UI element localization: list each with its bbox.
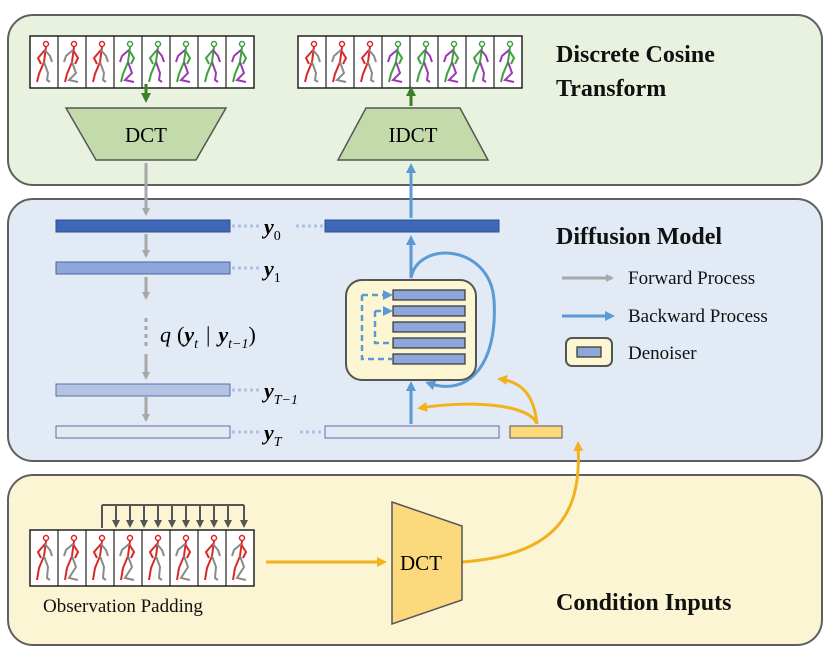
dct-panel-title-line1: Discrete Cosine [556,42,715,68]
diffusion-panel-title: Diffusion Model [556,224,723,250]
forward-equation: q(yt|yt−1) [160,322,256,352]
backward-loop-arrow [409,251,496,391]
latent-bar-y0 [55,219,231,233]
pose-frame-icon [353,36,377,88]
condition-arrow-to-backward [417,401,539,425]
condition-dct-label: DCT [400,551,442,575]
pose-frame-icon [169,36,192,88]
label-yT-1: yT−1 [261,378,298,408]
pose-frame-icon [57,36,80,88]
pose-frame-icon [493,36,516,88]
pose-frame-icon [57,530,80,586]
pose-frame-icon [465,36,489,88]
pose-frame-icon [113,36,136,88]
output-pose-sequence [297,35,523,89]
pose-frame-icon [304,40,321,83]
pose-frame-icon [36,534,53,581]
dct-block [64,107,228,161]
legend-backward-label: Backward Process [628,306,768,327]
observation-padding-caption: Observation Padding [43,596,203,617]
noisy-bar-yT [324,425,500,439]
latent-bar-y1 [55,261,231,275]
denoiser-skip-connections [360,290,393,361]
padding-bracket [101,504,248,528]
legend-forward-label: Forward Process [628,268,756,289]
pose-frame-icon [36,40,53,83]
pose-frame-icon [141,530,165,586]
idct-block [336,107,490,161]
pose-frame-icon [113,530,136,586]
denoiser-layers [392,289,466,365]
pose-frame-icon [437,36,460,88]
dct-panel-title-line2: Transform [556,76,667,102]
pose-frame-icon [169,530,192,586]
observation-pose-sequence [29,529,255,587]
label-y0: y0 [261,214,281,244]
condition-panel-title: Condition Inputs [556,590,732,616]
pose-frame-icon [225,530,248,586]
denoised-bar-y0 [324,219,500,233]
pose-frame-icon [325,36,348,88]
condition-dct-to-embedding-arrow [461,441,584,564]
latent-bar-yT-1 [55,383,231,397]
condition-arrow-to-denoiser [497,374,539,425]
dct-block-label: DCT [125,123,167,147]
pose-frame-icon [225,36,248,88]
legend-denoiser-label: Denoiser [628,343,697,364]
denoiser-icon [565,337,613,367]
latent-bar-yT [55,425,231,439]
pose-frame-icon [197,36,221,88]
pose-frame-icon [85,36,109,88]
label-y1: y1 [261,256,281,286]
pose-frame-icon [85,530,109,586]
input-pose-sequence [29,35,255,89]
condition-embedding-bar [509,425,563,439]
condition-dct-block [391,500,463,626]
label-yT: yT [261,420,283,450]
idct-block-label: IDCT [389,123,438,147]
pose-frame-icon [197,530,221,586]
pose-frame-icon [409,36,433,88]
pose-frame-icon [381,36,404,88]
pose-frame-icon [141,36,165,88]
